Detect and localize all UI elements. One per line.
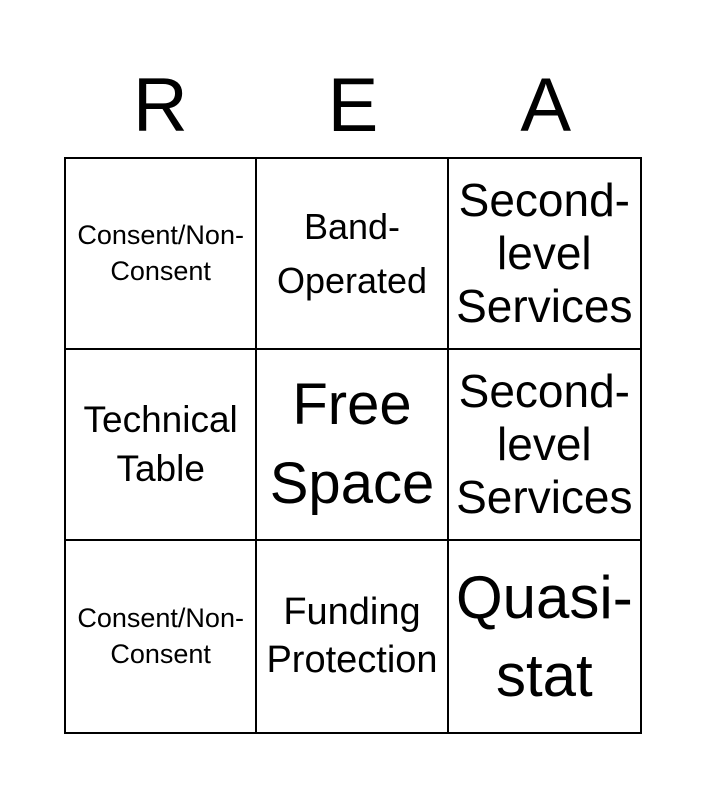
bingo-cell-r3c1[interactable]: Consent/Non- Consent bbox=[66, 541, 258, 732]
bingo-cell-r3c3[interactable]: Quasi- stat bbox=[455, 563, 633, 709]
bingo-card: R E A Consent/Non- Consent Band- Operate… bbox=[64, 55, 642, 734]
bingo-grid: Consent/Non- Consent Band- Operated Seco… bbox=[64, 157, 642, 734]
bingo-cell-r2c1[interactable]: Technical Table bbox=[66, 350, 258, 541]
title-letter-1: R bbox=[132, 63, 188, 148]
bingo-cell-r2c2-free-space[interactable]: Free Space bbox=[257, 350, 449, 541]
bingo-cell-r1c2[interactable]: Band- Operated bbox=[257, 159, 449, 350]
title-letter-3: A bbox=[520, 63, 572, 148]
bingo-cell-r3c2[interactable]: Funding Protection bbox=[257, 541, 449, 732]
card-title: R E A bbox=[64, 55, 642, 157]
bingo-cell-r2c3[interactable]: Second- level Services bbox=[448, 350, 640, 541]
title-letter-2: E bbox=[327, 63, 379, 148]
bingo-cell-r1c3[interactable]: Second- level Services bbox=[448, 159, 640, 350]
bingo-cell-r1c1[interactable]: Consent/Non- Consent bbox=[66, 159, 258, 350]
